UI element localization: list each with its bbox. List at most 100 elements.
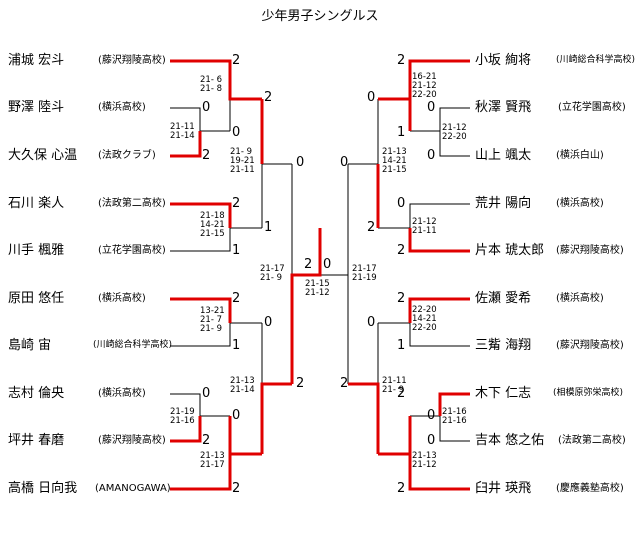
left-player-7-team: (川崎総合科学高校) (93, 340, 173, 350)
score-right-p1: 2 (397, 53, 406, 68)
sets-left-m3: 21- 9 19-21 21-11 (230, 147, 255, 175)
bracket-line (170, 393, 230, 417)
sets-right-sf: 21-17 21-19 (352, 264, 377, 283)
score-left-q1-bottom: 1 (264, 220, 273, 235)
winner-line (170, 202, 232, 228)
right-player-5-name: 片本 琥太郎 (475, 243, 545, 258)
score-right-p9: 0 (427, 433, 436, 448)
winner-line (408, 228, 470, 253)
left-player-7-name: 島崎 宙 (8, 338, 52, 353)
sets-left-m8: 21-13 21-17 (200, 451, 225, 470)
score-left-sf-top: 0 (296, 155, 305, 170)
sets-right-m4: 21-12 21-11 (412, 217, 437, 236)
left-player-10-name: 高橋 日向我 (8, 481, 78, 496)
sets-right-m7: 21-11 21- 9 (382, 376, 407, 395)
score-right-p6: 2 (397, 291, 406, 306)
score-right-p5: 2 (397, 243, 406, 258)
score-right-q2-top: 0 (367, 315, 376, 330)
sets-right-m5: 22-20 14-21 22-20 (412, 305, 437, 333)
right-player-3-name: 山上 颯太 (475, 148, 532, 163)
score-right-p8: 2 (397, 386, 406, 401)
winner-line (378, 59, 470, 101)
score-right-p7: 1 (397, 338, 406, 353)
right-player-6-name: 佐瀬 愛希 (475, 291, 532, 306)
bracket-line (348, 99, 379, 165)
right-player-5-team: (藤沢翔陵高校) (556, 245, 624, 256)
left-player-1-name: 浦城 宏斗 (8, 53, 65, 68)
score-final-right: 0 (323, 257, 332, 272)
winner-line (290, 228, 322, 384)
right-player-7-team: (藤沢翔陵高校) (556, 340, 624, 351)
left-player-5-team: (立花学園高校) (98, 245, 166, 256)
bracket-line (170, 227, 262, 252)
left-player-8-team: (横浜高校) (98, 388, 146, 399)
bracket-line (378, 322, 470, 347)
score-left-p7: 1 (232, 338, 241, 353)
sets-left-m1: 21- 6 21- 8 (200, 75, 222, 94)
left-player-9-name: 坪井 春磨 (8, 433, 65, 448)
sets-right-m8: 21-13 21-12 (412, 451, 437, 470)
score-left-p4: 2 (232, 196, 241, 211)
bracket-line (410, 415, 470, 442)
left-player-4-team: (法政第二高校) (98, 198, 166, 209)
right-player-7-name: 三觜 海翔 (475, 338, 532, 353)
winner-line (408, 454, 470, 491)
right-player-6-team: (横浜高校) (556, 293, 604, 304)
winner-line (348, 382, 380, 454)
sets-right-m1: 16-21 21-12 22-20 (412, 72, 437, 100)
bracket-line (170, 322, 262, 347)
left-player-3-team: (法政クラブ) (98, 150, 156, 161)
sets-left-m6: 21-19 21-16 (170, 407, 195, 426)
bracket-line (378, 203, 470, 229)
right-player-4-name: 荒井 陽向 (475, 196, 532, 211)
score-final-left: 2 (304, 257, 313, 272)
left-player-1-team: (藤沢翔陵高校) (98, 55, 166, 66)
sets-right-m6: 21-16 21-16 (442, 407, 467, 426)
right-player-9-team: (法政第二高校) (558, 435, 626, 446)
score-left-p8p9-winner: 0 (232, 408, 241, 423)
sets-left-m2: 21-11 21-14 (170, 122, 195, 141)
score-right-q1-top: 0 (367, 90, 376, 105)
score-left-p3-r1: 0 (232, 125, 241, 140)
winner-line (170, 297, 232, 323)
score-left-p1-r1: 2 (232, 53, 241, 68)
winner-line (170, 454, 232, 491)
right-player-1-team: (川崎総合科学高校) (556, 55, 636, 65)
score-right-p3: 0 (427, 148, 436, 163)
score-right-sf-top: 0 (340, 155, 349, 170)
left-player-10-team: (AMANOGAWA) (95, 483, 171, 494)
left-player-3-name: 大久保 心温 (8, 148, 78, 163)
left-player-2-team: (横浜高校) (98, 102, 146, 113)
sets-left-m4: 21-18 14-21 21-15 (200, 211, 225, 239)
sets-final: 21-15 21-12 (305, 279, 330, 298)
winner-line (378, 416, 412, 456)
score-right-p10: 2 (397, 481, 406, 496)
score-left-q2-top: 0 (264, 315, 273, 330)
right-player-8-name: 木下 仁志 (475, 386, 532, 401)
winner-line (170, 416, 202, 443)
bracket-line (261, 163, 292, 228)
right-player-8-team: (相模原弥栄高校) (553, 388, 624, 398)
bracket-line (410, 107, 470, 132)
sets-right-m2: 21-12 22-20 (442, 123, 467, 142)
score-left-p5: 1 (232, 243, 241, 258)
sets-left-sf: 21-17 21- 9 (260, 264, 285, 283)
score-left-p6: 2 (232, 291, 241, 306)
right-player-3-team: (横浜白山) (556, 150, 604, 161)
sets-right-m3: 21-13 14-21 21-15 (382, 147, 407, 175)
left-player-8-name: 志村 倫央 (8, 386, 65, 401)
winner-line (408, 297, 470, 323)
score-right-p8p9-winner: 0 (427, 408, 436, 423)
score-left-p10: 2 (232, 481, 241, 496)
left-player-2-name: 野澤 陸斗 (8, 100, 65, 115)
right-player-10-name: 臼井 瑛飛 (475, 481, 532, 496)
bracket-line (170, 107, 230, 132)
left-player-4-name: 石川 楽人 (8, 196, 65, 211)
right-player-10-team: (慶應義塾高校) (556, 483, 624, 494)
score-left-q1-top: 2 (264, 90, 273, 105)
sets-left-m7: 21-13 21-14 (230, 376, 255, 395)
right-player-1-name: 小坂 絢将 (475, 53, 532, 68)
score-right-p2: 0 (427, 100, 436, 115)
